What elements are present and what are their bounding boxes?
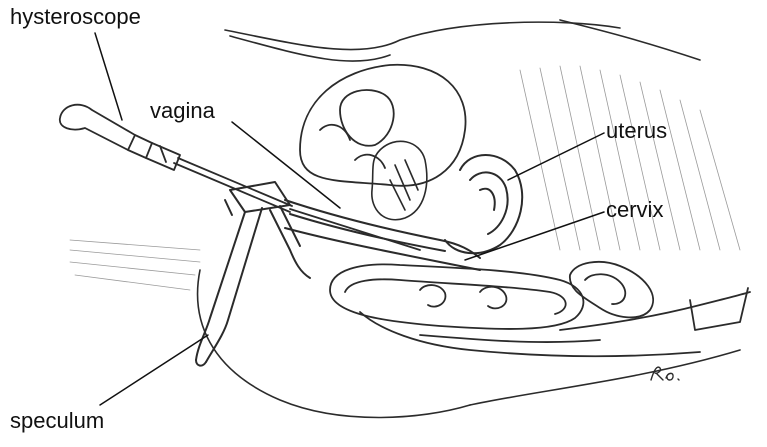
- uterus-shape: [445, 155, 522, 253]
- pelvic-pocket: [372, 141, 427, 219]
- artist-signature: [648, 360, 688, 384]
- label-vagina: vagina: [150, 100, 215, 122]
- label-cervix: cervix: [606, 199, 663, 221]
- label-speculum: speculum: [10, 410, 104, 432]
- leader-hysteroscope: [95, 33, 122, 120]
- bowel-loops: [330, 262, 750, 356]
- leader-speculum: [100, 335, 208, 405]
- label-uterus: uterus: [606, 120, 667, 142]
- vaginal-canal: [285, 200, 480, 270]
- leader-cervix: [465, 212, 604, 260]
- label-hysteroscope: hysteroscope: [10, 6, 141, 28]
- bladder: [300, 65, 466, 186]
